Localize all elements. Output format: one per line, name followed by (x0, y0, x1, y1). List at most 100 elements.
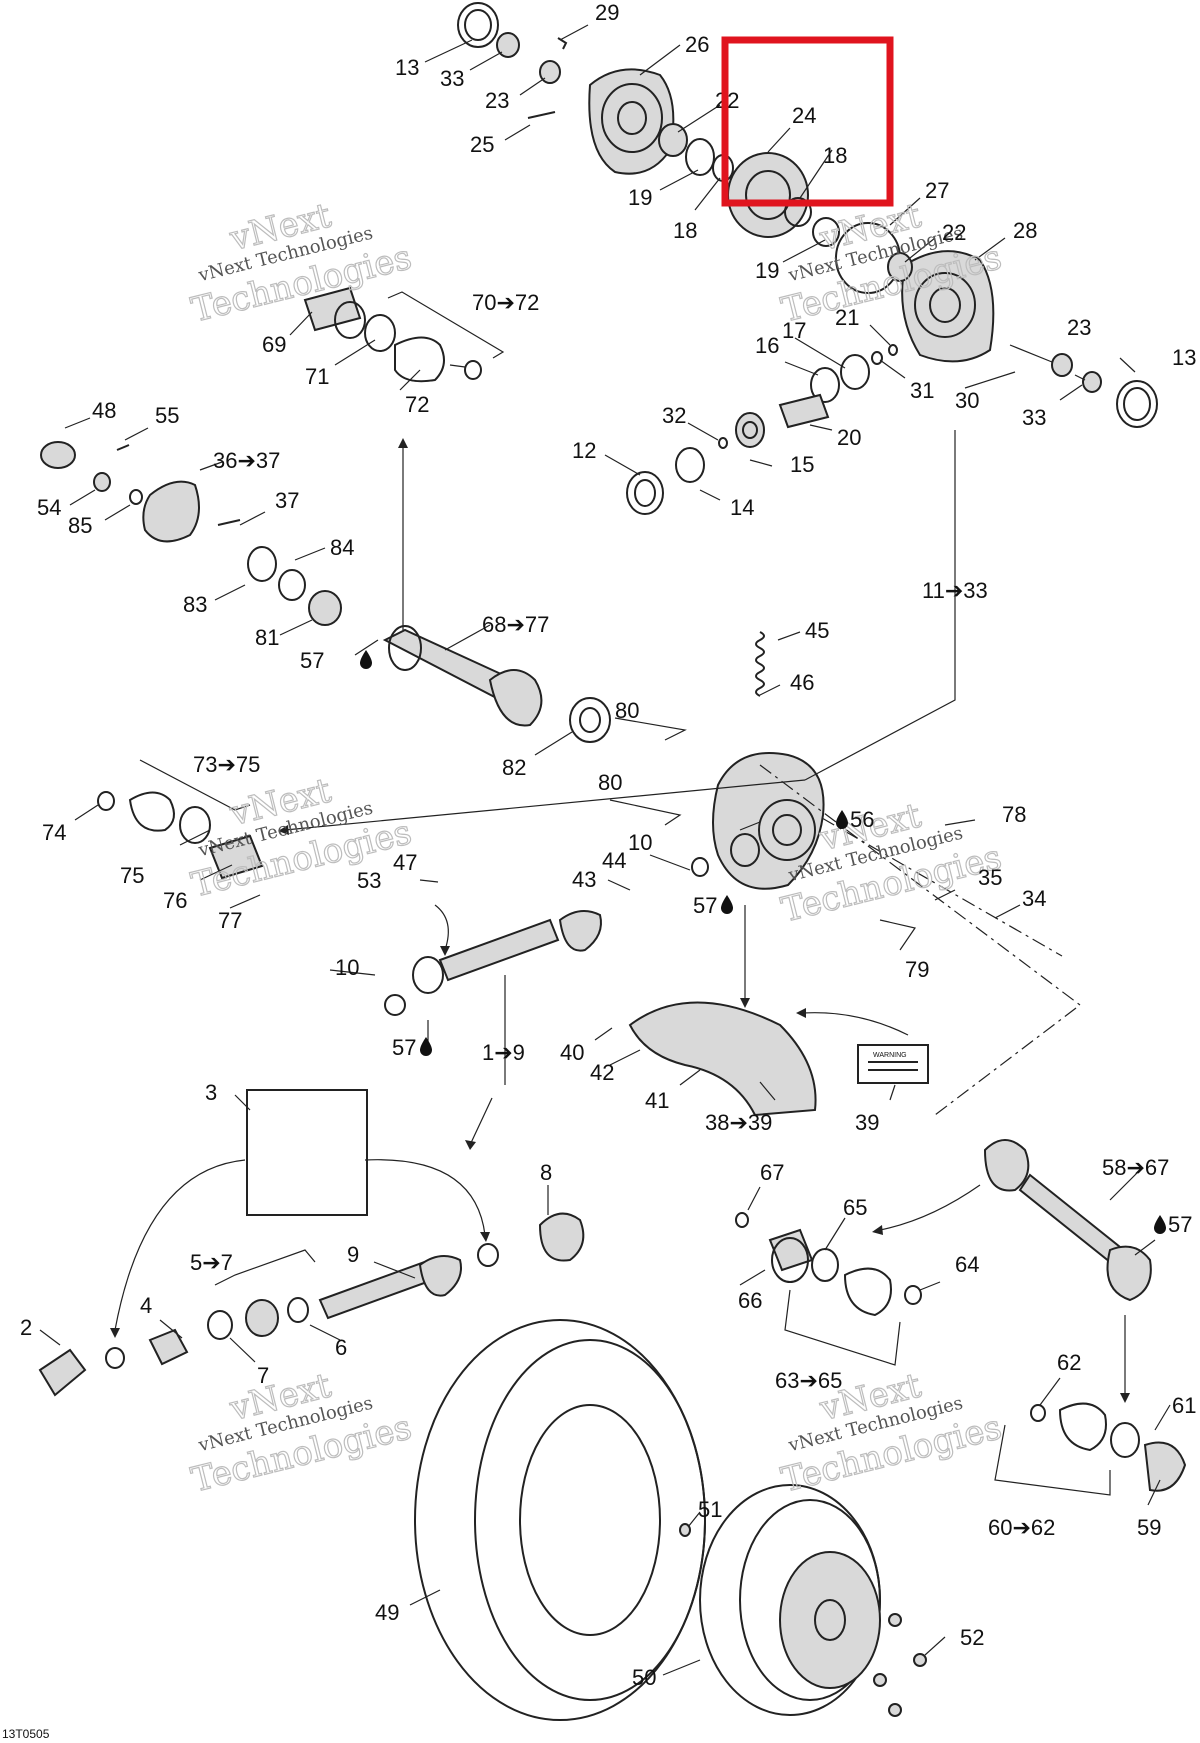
callout-57: 57 (392, 1035, 416, 1060)
callout-21: 21 (835, 305, 859, 330)
callout-37: 37 (275, 488, 299, 513)
callout-43: 43 (572, 867, 596, 892)
oil-drop-icon (1154, 1215, 1166, 1234)
callout-57: 57 (300, 648, 324, 673)
assembly-arrows (110, 430, 1130, 1403)
callout-80: 80 (615, 698, 639, 723)
callout-48: 48 (92, 398, 116, 423)
callout-30: 30 (955, 388, 979, 413)
callout-82: 82 (502, 755, 526, 780)
callout-51: 51 (698, 1497, 722, 1522)
callout-10: 10 (628, 830, 652, 855)
callout-28: 28 (1013, 218, 1037, 243)
callout-1-9: 1➔9 (482, 1040, 525, 1065)
oil-drop-icon (420, 1037, 432, 1056)
callout-16: 16 (755, 333, 779, 358)
callout-68-77: 68➔77 (482, 612, 549, 637)
callout-13: 13 (1172, 345, 1196, 370)
callout-4: 4 (140, 1293, 152, 1318)
callout-23: 23 (1067, 315, 1091, 340)
callout-19: 19 (628, 185, 652, 210)
callout-29: 29 (595, 0, 619, 25)
callout-80: 80 (598, 770, 622, 795)
callout-64: 64 (955, 1252, 979, 1277)
callout-5-7: 5➔7 (190, 1250, 233, 1275)
callout-44: 44 (602, 848, 626, 873)
callout-66: 66 (738, 1288, 762, 1313)
callout-70-72: 70➔72 (472, 290, 539, 315)
callout-27: 27 (925, 178, 949, 203)
callout-57: 57 (693, 893, 717, 918)
callout-50: 50 (632, 1665, 656, 1690)
callout-52: 52 (960, 1625, 984, 1650)
callout-17: 17 (782, 318, 806, 343)
callout-56: 56 (850, 807, 874, 832)
callout-45: 45 (805, 618, 829, 643)
callout-67: 67 (760, 1160, 784, 1185)
callout-79: 79 (905, 957, 929, 982)
callout-38-39: 38➔39 (705, 1110, 772, 1135)
callout-40: 40 (560, 1040, 584, 1065)
callout-3: 3 (205, 1080, 217, 1105)
callout-41: 41 (645, 1088, 669, 1113)
callout-65: 65 (843, 1195, 867, 1220)
callout-22: 22 (942, 220, 966, 245)
callout-46: 46 (790, 670, 814, 695)
callout-35: 35 (978, 865, 1002, 890)
warning-label-text: WARNING (873, 1052, 907, 1059)
callout-34: 34 (1022, 886, 1046, 911)
callout-24: 24 (792, 103, 816, 128)
callout-83: 83 (183, 592, 207, 617)
callout-63-65: 63➔65 (775, 1368, 842, 1393)
callout-74: 74 (42, 820, 66, 845)
callout-6: 6 (335, 1335, 347, 1360)
callout-8: 8 (540, 1160, 552, 1185)
callout-58-67: 58➔67 (1102, 1155, 1169, 1180)
callout-75: 75 (120, 863, 144, 888)
watermarks: vNext vNext Technologies Technologies vN… (187, 195, 1006, 1501)
callout-15: 15 (790, 452, 814, 477)
callout-78: 78 (1002, 802, 1026, 827)
callout-14: 14 (730, 495, 754, 520)
callout-57: 57 (1168, 1212, 1192, 1237)
callout-18: 18 (673, 218, 697, 243)
oil-drop-icon (836, 810, 848, 829)
callout-7: 7 (257, 1363, 269, 1388)
callout-26: 26 (685, 32, 709, 57)
callout-47: 47 (393, 850, 417, 875)
callout-10: 10 (335, 955, 359, 980)
oil-drop-icons (360, 650, 1166, 1234)
callout-18: 18 (823, 143, 847, 168)
callout-49: 49 (375, 1600, 399, 1625)
callout-77: 77 (218, 908, 242, 933)
callout-84: 84 (330, 535, 354, 560)
callout-33: 33 (440, 66, 464, 91)
callout-32: 32 (662, 403, 686, 428)
parts-line-art (38, 2, 1187, 1721)
callout-9: 9 (347, 1242, 359, 1267)
highlight-box (721, 36, 894, 207)
leader-lines (39, 24, 1171, 1676)
callout-53: 53 (357, 868, 381, 893)
callout-62: 62 (1057, 1350, 1081, 1375)
callout-72: 72 (405, 392, 429, 417)
callout-60-62: 60➔62 (988, 1515, 1055, 1540)
oil-drop-icon (721, 895, 733, 914)
callout-54: 54 (37, 495, 61, 520)
callout-71: 71 (305, 364, 329, 389)
callout-12: 12 (572, 438, 596, 463)
callout-36-37: 36➔37 (213, 448, 280, 473)
callout-25: 25 (470, 132, 494, 157)
callout-11-33: 11➔33 (922, 578, 988, 603)
callout-2: 2 (20, 1315, 32, 1340)
callout-59: 59 (1137, 1515, 1161, 1540)
callout-69: 69 (262, 332, 286, 357)
callout-23: 23 (485, 88, 509, 113)
callout-55: 55 (155, 403, 179, 428)
callout-labels: 29 13 33 26 23 22 25 24 18 19 18 27 22 2… (20, 0, 1196, 1690)
callout-13: 13 (395, 55, 419, 80)
document-reference: 13T0505 (2, 1727, 50, 1741)
oil-drop-icon (360, 650, 372, 669)
callout-33: 33 (1022, 405, 1046, 430)
